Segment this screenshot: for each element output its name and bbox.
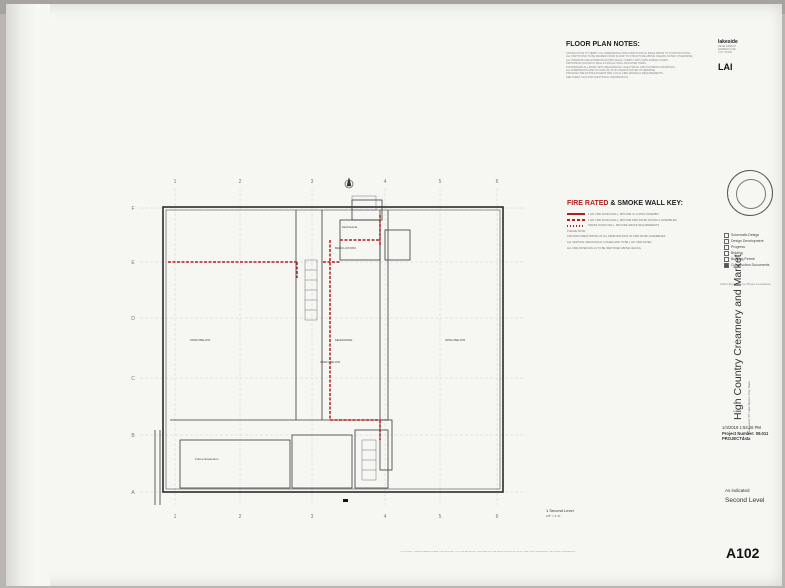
project-date: 1/4/2019 1:53:26 PM [722,425,761,430]
project-info: 1/4/2019 1:53:26 PM Project Number: 09.0… [722,425,768,442]
drawing-scale: As indicated [725,488,750,493]
room-label-open-mid: OPEN BELOW [320,360,341,364]
firm-address: DEVELOPMENT ADDRESS LINE CITY, STATE [718,45,737,54]
grid-col-label-top: 3 [311,179,314,185]
grid-col-label-bottom: 3 [311,514,314,520]
plan-level-scale: 1/8" = 1'-0" [546,514,561,518]
grid-col-label-bottom: 2 [239,514,242,520]
room-label-bench: BENCH ROOM [335,246,356,250]
room-label-mezzanine: MEZZANINE [335,338,353,342]
fire-rated-title: FIRE RATED & SMOKE WALL KEY: [567,200,683,207]
fire-rated-key-note: PROVIDE FIRESTOPPING AT ALL PENETRATIONS… [567,235,667,239]
interior-walls [154,199,411,505]
exterior-walls [162,206,504,493]
grid-col-label-top: 2 [239,179,242,185]
grid-row-label: E [131,260,135,266]
north-arrow-icon [344,177,354,189]
fire-rated-key-note: ALL VERTICAL MECHANICAL CHASES ARE TO BE… [567,240,653,244]
phase-checklist: Schematic Design Design Development Prog… [724,232,769,268]
project-number: Project Number: 09.011 [722,430,769,436]
phase-item: Progress [724,244,769,250]
fire-rated-walls [168,215,381,440]
sheet-number: A102 [726,545,760,561]
firm-logo-lai: LAI [718,62,733,72]
grid-col-label-bottom: 6 [496,514,499,520]
room-label-open-left: OPEN BELOW [190,338,211,342]
fire-rated-key-note: PLEASE NOTE: [567,229,586,233]
room-label-future: Future Expansion [195,457,219,461]
phase-item: Bidding [724,250,769,256]
phase-item: Construction Documents [724,262,769,268]
grid-col-label-top: 6 [496,179,499,185]
stairs [304,195,377,481]
grid-col-label-bottom: 1 [174,514,177,520]
grid-row-label: A [131,490,135,496]
grid-col-label-top: 4 [384,179,387,185]
fire-rated-key-note: ALL FIRE RATED WALLS TO BE IDENTIFIED AB… [567,246,642,250]
grid-row-label: B [131,433,135,439]
paper-roll-edge [6,4,50,586]
firm-logo-small: lakeside [718,39,738,45]
plan-level-label: 1 Second Level [546,508,574,513]
grid-col-label-bottom: 5 [439,514,442,520]
grid-row-label: F [131,206,134,212]
grid-col-label-top: 1 [174,179,177,185]
phase-item: Schematic Design [724,232,769,238]
room-label-open-right: OPEN BELOW [445,338,466,342]
fire-rated-title-red: FIRE RATED [567,200,609,207]
fire-rated-key-item: SMOKE RATED WALL, PROVIDE SMOKE REQUIREM… [567,224,717,228]
fire-rated-key-item: 1 HR. FIRE RATED WALL, PROVIDE FIRE RATE… [567,219,717,223]
floor-plan-notes-body: CONTRACTOR TO VERIFY ALL DIMENSIONS AND … [566,52,694,79]
phase-item: Building Permit [724,256,769,262]
fire-rated-title-rest: & SMOKE WALL KEY: [608,200,683,207]
architect-seal-icon [727,170,773,216]
project-data: PROJECTdata [722,436,751,442]
phase-item: Design Development [724,238,769,244]
grid-row-label: D [131,316,135,322]
sheet-name: Second Level [725,497,765,504]
copyright-strip: COPYRIGHT THESE DRAWINGS ARE THE PROPERT… [400,551,576,553]
floor-plan-notes-title: FLOOR PLAN NOTES: [566,41,640,48]
fire-rated-key-item: 1 HR. FIRE RATED WALL, PROVIDE UL LISTED… [567,213,717,217]
fire-rated-key: 1 HR. FIRE RATED WALL, PROVIDE UL LISTED… [567,213,717,252]
room-label-mechanical: Mechanical [342,225,358,229]
section-marker-icon [343,499,348,502]
grid-row-label: C [131,376,135,382]
signature-line: Client Signature for Phase Completion [720,282,772,286]
grid-col-label-top: 5 [439,179,442,185]
grid-col-label-bottom: 4 [384,514,387,520]
